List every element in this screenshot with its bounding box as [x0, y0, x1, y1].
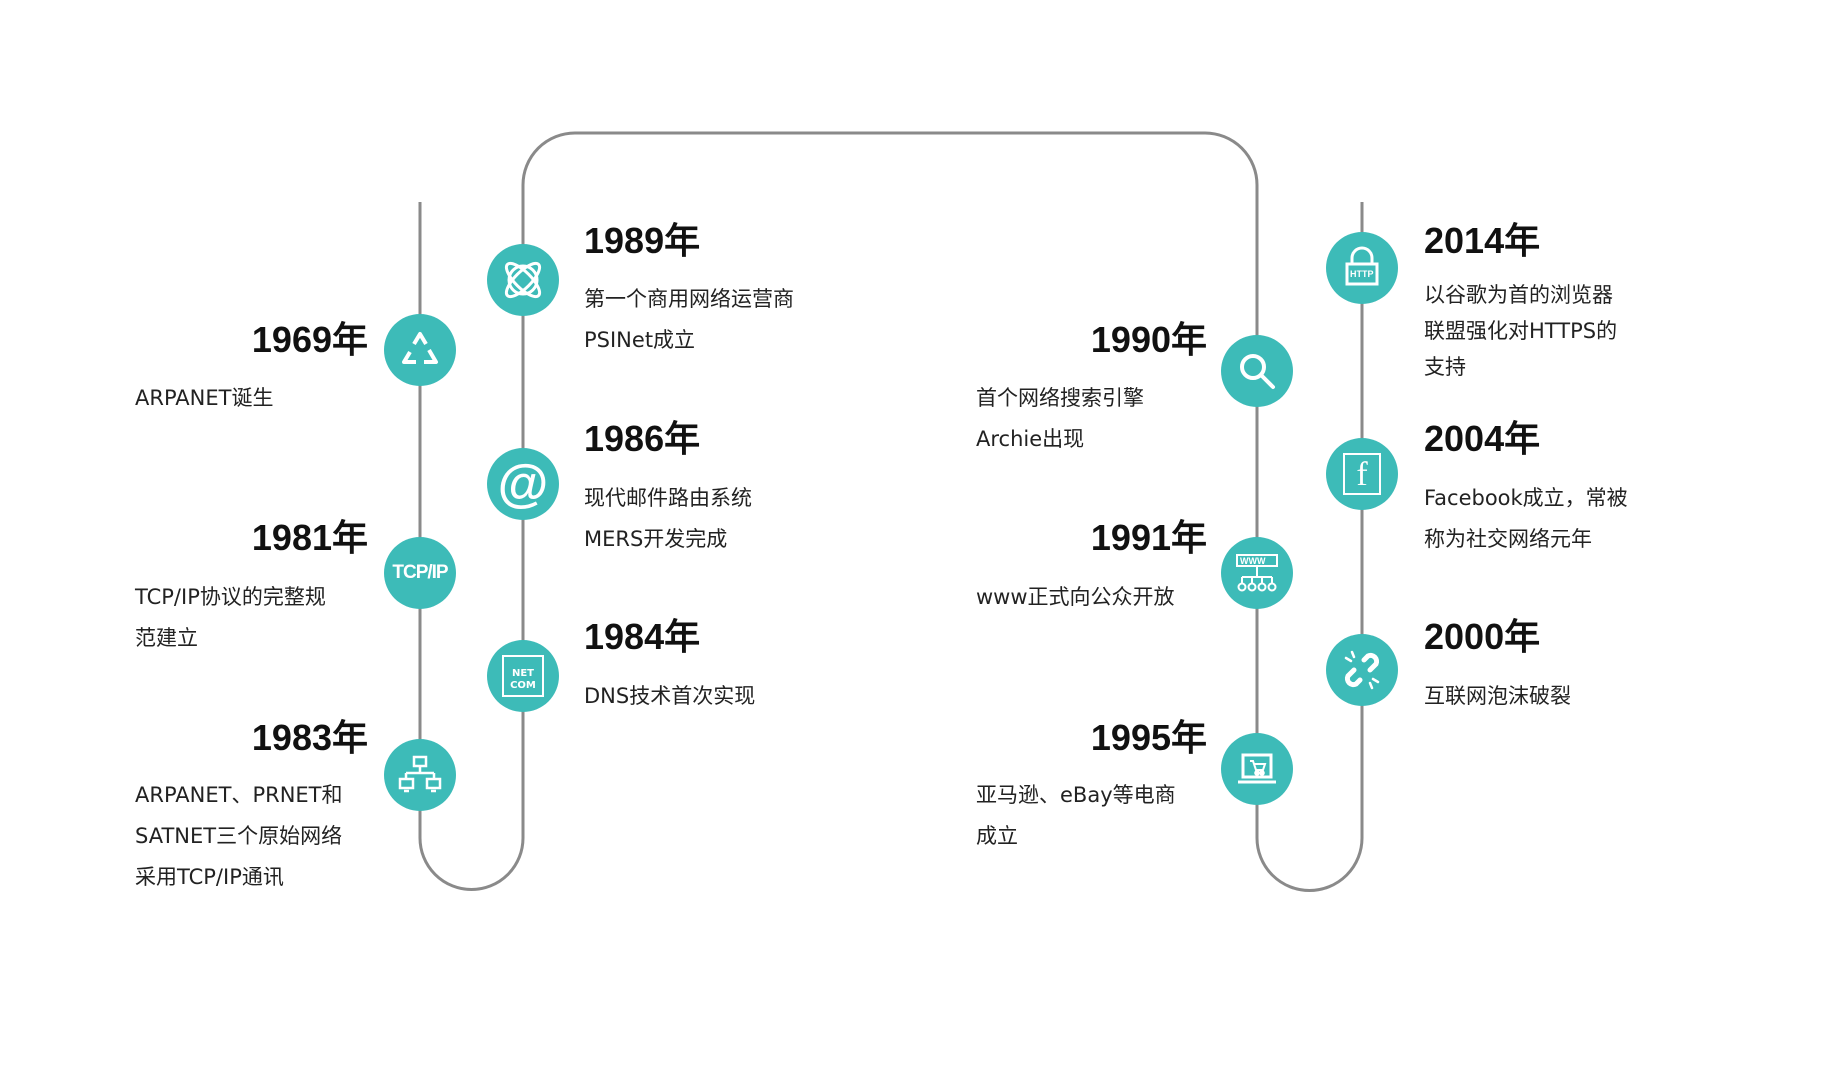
event-description: TCP/IP协议的完整规范建立	[135, 585, 326, 650]
event-description: Facebook成立，常被称为社交网络元年	[1424, 486, 1628, 551]
year-label: 1986年	[584, 418, 701, 459]
year-label: 2014年	[1424, 220, 1541, 261]
year-label: 2004年	[1424, 418, 1541, 459]
event-description: 互联网泡沫破裂	[1424, 684, 1571, 708]
event-description: www正式向公众开放	[976, 585, 1175, 609]
event-description: 亚马逊、eBay等电商成立	[976, 783, 1176, 848]
year-label: 1991年	[1090, 517, 1207, 558]
event-description: DNS技术首次实现	[584, 684, 756, 708]
year-label: 1969年	[251, 319, 368, 360]
year-label: 1990年	[1090, 319, 1207, 360]
network-icon	[384, 739, 456, 811]
shopping-cart-icon	[1221, 733, 1293, 805]
www-icon: WWW	[1221, 537, 1293, 609]
year-label: 1983年	[251, 717, 368, 758]
year-label: 2000年	[1424, 616, 1541, 657]
at-sign-icon: @	[487, 448, 559, 520]
search-icon	[1221, 335, 1293, 407]
https-lock-icon: HTTP	[1326, 232, 1398, 304]
year-label: 1984年	[584, 616, 701, 657]
year-label: 1989年	[584, 220, 701, 261]
year-label: 1995年	[1090, 717, 1207, 758]
recycle-icon	[384, 314, 456, 386]
svg-text:HTTP: HTTP	[1350, 269, 1374, 279]
year-label: 1981年	[251, 517, 368, 558]
event-description: ARPANET诞生	[135, 386, 274, 410]
event-description: 以谷歌为首的浏览器联盟强化对HTTPS的支持	[1424, 283, 1618, 379]
facebook-icon: f	[1326, 438, 1398, 510]
globe-icon	[487, 244, 559, 316]
svg-text:WWW: WWW	[1240, 556, 1266, 566]
tcp-ip-icon: TCP/IP	[384, 537, 456, 609]
broken-link-icon	[1326, 634, 1398, 706]
